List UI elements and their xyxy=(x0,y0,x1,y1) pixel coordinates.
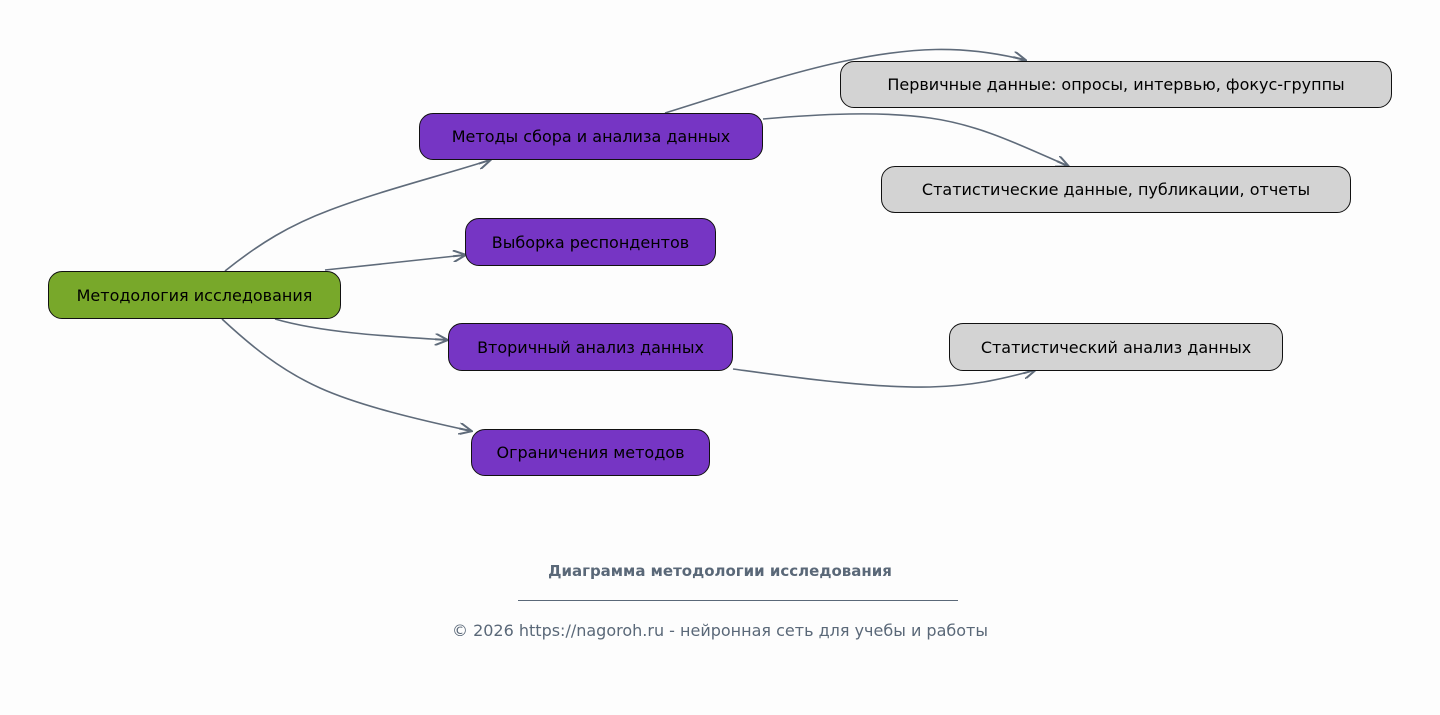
node-secondary-analysis[interactable]: Вторичный анализ данных xyxy=(448,323,733,371)
node-root[interactable]: Методология исследования xyxy=(48,271,341,319)
copyright-text: © 2026 https://nagoroh.ru - нейронная се… xyxy=(451,621,988,640)
edge-secondary-to-statanalysis xyxy=(732,369,1035,388)
divider xyxy=(518,600,958,601)
edge-root-to-secondary xyxy=(274,318,447,340)
edge-methods-to-statdata xyxy=(762,113,1068,166)
node-methods[interactable]: Методы сбора и анализа данных xyxy=(419,113,763,160)
node-statistical-analysis[interactable]: Статистический анализ данных xyxy=(949,323,1283,371)
node-statistical-data[interactable]: Статистические данные, публикации, отчет… xyxy=(881,166,1351,213)
node-limitations[interactable]: Ограничения методов xyxy=(471,429,710,476)
edge-root-to-limits xyxy=(221,318,471,431)
node-sample[interactable]: Выборка респондентов xyxy=(465,218,716,266)
node-primary-data[interactable]: Первичные данные: опросы, интервью, фоку… xyxy=(840,61,1392,108)
edge-root-to-methods xyxy=(224,160,490,272)
edge-methods-to-primary xyxy=(664,48,1025,114)
diagram-title: Диаграмма методологии исследования xyxy=(548,562,892,580)
edge-root-to-sample xyxy=(324,255,465,271)
